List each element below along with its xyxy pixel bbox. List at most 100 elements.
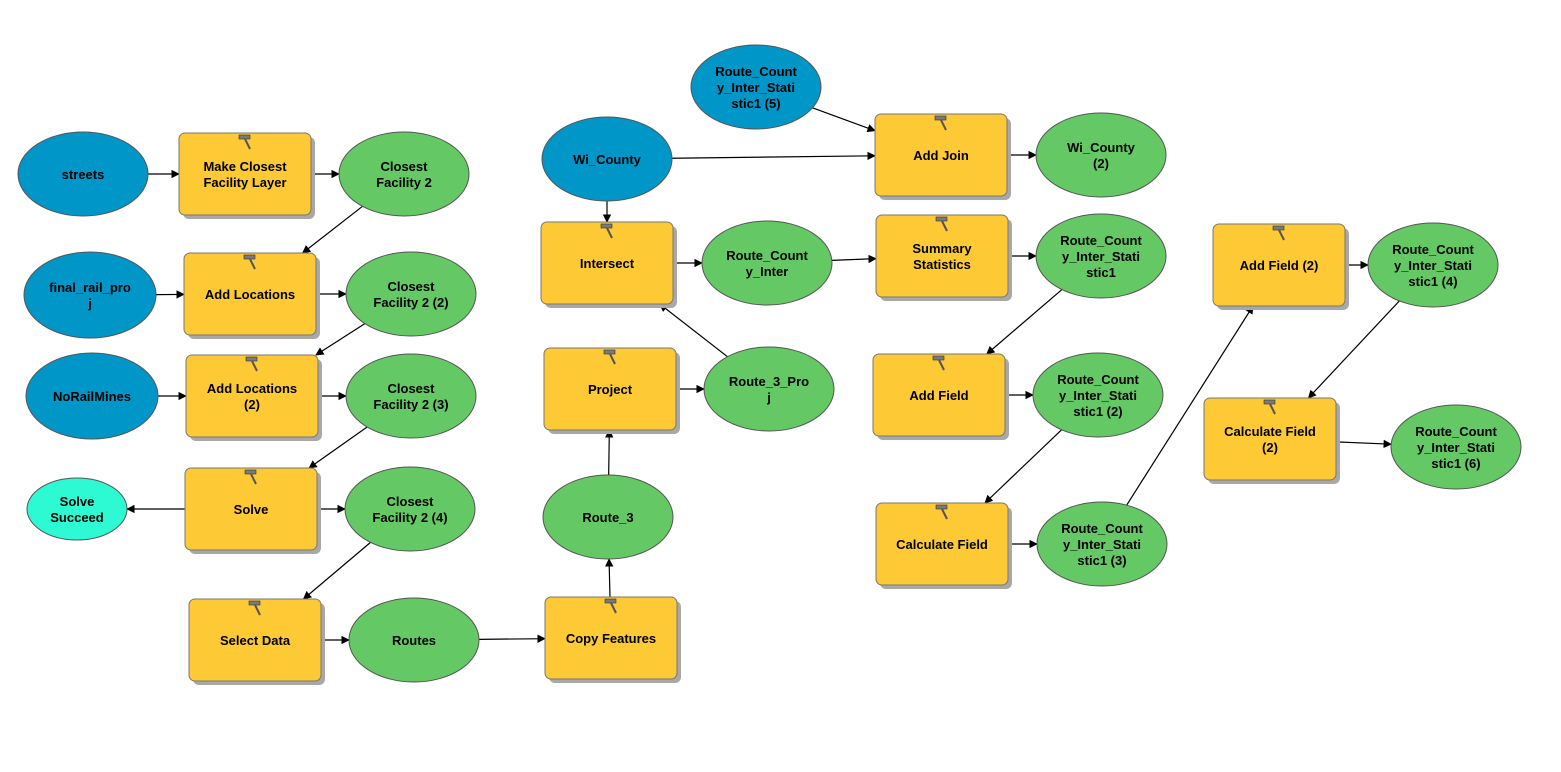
hammer-icon: [243, 254, 256, 270]
node-label: Closest: [388, 381, 436, 396]
node-label: Route_Count: [1060, 233, 1142, 248]
hammer-icon: [245, 356, 258, 372]
node-wi-county2[interactable]: Wi_County(2): [1035, 112, 1167, 198]
connector-wi_county-to-add_join: [671, 151, 876, 161]
node-label: Facility 2: [376, 175, 432, 190]
node-label: y_Inter_Stati: [1394, 258, 1472, 273]
node-label: Route_Count: [726, 248, 808, 263]
node-label: stic1 (6): [1431, 456, 1480, 471]
node-intersect[interactable]: Intersect: [540, 221, 677, 308]
connector-route3-to-project: [605, 429, 614, 476]
node-add-loc2[interactable]: Add Locations(2): [185, 354, 322, 441]
node-label: stic1 (4): [1408, 274, 1457, 289]
node-label: NoRailMines: [53, 389, 131, 404]
node-label: Make Closest: [203, 159, 287, 174]
node-streets[interactable]: streets: [17, 131, 149, 217]
node-label: Summary: [912, 241, 972, 256]
node-select-data[interactable]: Select Data: [188, 598, 325, 685]
connectors: [126, 107, 1400, 645]
node-calc-field[interactable]: Calculate Field: [875, 502, 1012, 589]
node-label: final_rail_pro: [49, 280, 131, 295]
hammer-icon: [603, 349, 616, 365]
node-label: Route_Count: [715, 64, 797, 79]
node-label: Closest: [381, 159, 429, 174]
hammer-icon: [600, 223, 613, 239]
node-routes[interactable]: Routes: [348, 597, 480, 683]
connector-cf2_2-to-add_loc2: [315, 323, 366, 356]
node-label: Solve: [234, 502, 269, 517]
node-label: Routes: [392, 633, 436, 648]
connector-rcis1-to-add_field: [986, 289, 1063, 355]
node-add-join[interactable]: Add Join: [874, 113, 1011, 200]
node-norail[interactable]: NoRailMines: [25, 352, 159, 440]
connector-copy_features-to-route3: [605, 558, 614, 598]
node-label: stic1: [1086, 265, 1116, 280]
node-calc-field2[interactable]: Calculate Field(2): [1203, 397, 1340, 484]
connector-calc_field2-to-rcis6: [1335, 439, 1392, 449]
connector-route3proj-to-intersect: [659, 303, 728, 358]
node-project[interactable]: Project: [543, 347, 680, 434]
node-rci[interactable]: Route_County_Inter: [701, 220, 833, 306]
hammer-icon: [934, 115, 947, 131]
hammer-icon: [935, 216, 948, 232]
node-label: Add Field (2): [1240, 258, 1319, 273]
node-label: Route_3_Pro: [729, 374, 809, 389]
connector-rci-to-summary: [831, 254, 877, 264]
node-label: Calculate Field: [1224, 424, 1316, 439]
node-label: y_Inter_Stati: [1417, 440, 1495, 455]
node-solve[interactable]: Solve: [184, 467, 321, 554]
node-add-field[interactable]: Add Field: [872, 353, 1009, 440]
node-route3proj[interactable]: Route_3_Proj: [703, 346, 835, 432]
connector-rcis2-to-calc_field: [984, 429, 1062, 504]
node-label: stic1 (2): [1073, 404, 1122, 419]
node-label: Wi_County: [1067, 140, 1136, 155]
node-label: stic1 (5): [731, 96, 780, 111]
node-label: Route_Count: [1061, 521, 1143, 536]
node-label: streets: [62, 167, 105, 182]
node-label: Closest: [387, 494, 435, 509]
node-label: Select Data: [220, 633, 291, 648]
hammer-icon: [244, 469, 257, 485]
hammer-icon: [935, 504, 948, 520]
node-label: y_Inter_Stati: [1059, 388, 1137, 403]
node-add-field2[interactable]: Add Field (2): [1212, 223, 1349, 310]
node-label: Copy Features: [566, 631, 656, 646]
node-label: Add Locations: [205, 287, 295, 302]
node-label: Add Field: [909, 388, 968, 403]
hammer-icon: [248, 600, 261, 616]
node-label: Route_Count: [1415, 424, 1497, 439]
hammer-icon: [604, 598, 617, 614]
node-label: Facility 2 (2): [373, 295, 448, 310]
node-copy-features[interactable]: Copy Features: [544, 596, 681, 683]
node-add-loc[interactable]: Add Locations: [183, 252, 320, 339]
node-label: y_Inter_Stati: [717, 80, 795, 95]
node-label: Add Join: [913, 148, 969, 163]
node-wi-county[interactable]: Wi_County: [541, 116, 673, 202]
node-label: y_Inter: [746, 264, 789, 279]
connector-rcis5-to-add_join: [812, 107, 876, 133]
connector-cf2-to-add_loc: [301, 205, 363, 254]
node-label: j: [766, 390, 771, 405]
connector-cf2_3-to-solve: [308, 426, 368, 469]
node-label: Wi_County: [573, 152, 642, 167]
connector-rcis3-to-add_field2: [1126, 305, 1254, 506]
node-label: Project: [588, 382, 633, 397]
node-route3[interactable]: Route_3: [542, 474, 674, 560]
node-label: Facility Layer: [203, 175, 286, 190]
node-label: Closest: [388, 279, 436, 294]
